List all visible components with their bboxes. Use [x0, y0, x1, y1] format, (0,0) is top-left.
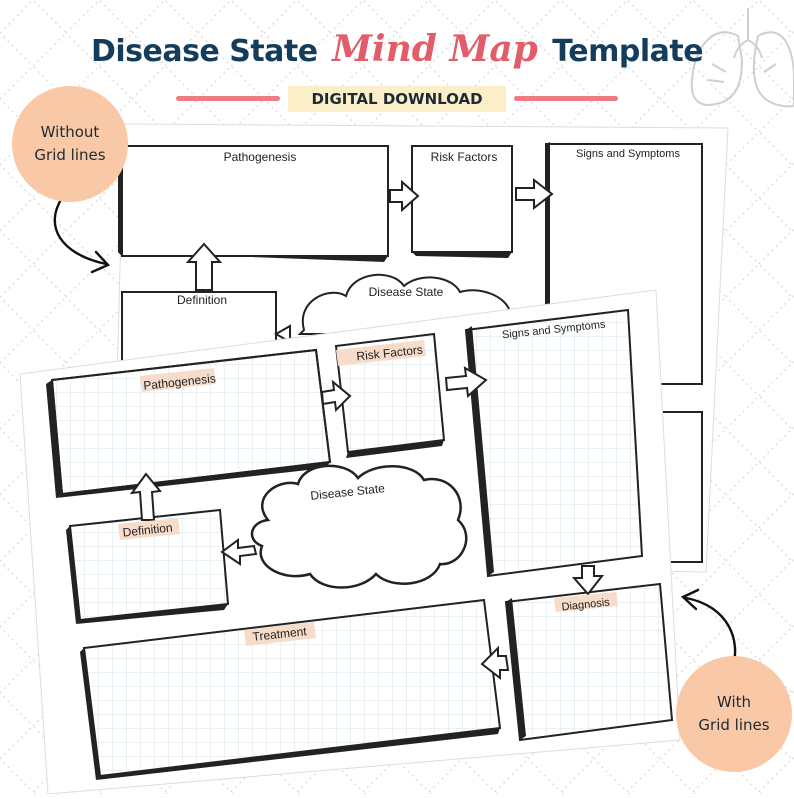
- page-title: Disease State Mind Map Template: [0, 28, 794, 70]
- label-definition: Definition: [122, 520, 173, 539]
- risk-factors-box: [334, 332, 446, 458]
- pathogenesis-box: [46, 348, 332, 498]
- label-highlights: [118, 340, 618, 646]
- arrows-back: [185, 177, 554, 344]
- label-signs-back: Signs and Symptoms: [576, 148, 680, 160]
- label-treatment: Treatment: [252, 624, 308, 644]
- label-risk-factors: Risk Factors: [356, 343, 424, 364]
- definition-box: [66, 508, 230, 624]
- label-diagnosis: Diagnosis: [561, 596, 611, 613]
- pathogenesis-box: [118, 138, 389, 262]
- accent-bar-right: [514, 96, 618, 101]
- badge-without-line2: Grid lines: [34, 146, 106, 164]
- title-part2: Template: [552, 34, 704, 69]
- label-risk-factors-back: Risk Factors: [431, 150, 498, 164]
- badge-without-line1: Without: [40, 123, 100, 141]
- badge-without-grid: Without Grid lines: [12, 86, 128, 202]
- arrows-front: [129, 366, 605, 681]
- label-pathogenesis-back: Pathogenesis: [224, 150, 297, 164]
- accent-bar-left: [176, 96, 280, 101]
- title-script: Mind Map: [332, 28, 538, 70]
- badge-with-line1: With: [716, 693, 752, 711]
- template-sheet-with-grid: Pathogenesis Risk Factors Signs and Symp…: [19, 289, 681, 795]
- disease-state-cloud: [250, 464, 468, 589]
- subtitle-badge: DIGITAL DOWNLOAD: [288, 86, 506, 112]
- pointer-arrow-without: [53, 196, 108, 266]
- label-definition-back: Definition: [177, 293, 227, 307]
- signs-symptoms-box: [464, 308, 644, 578]
- risk-factors-box: [411, 145, 513, 258]
- title-part1: Disease State: [90, 34, 318, 69]
- treatment-box: [80, 598, 502, 780]
- lungs-icon: [690, 8, 794, 108]
- label-disease-state-back: Disease State: [369, 285, 444, 299]
- diagnosis-box: [504, 582, 674, 742]
- pointer-arrow-with-head: [680, 588, 700, 611]
- badge-with-line2: Grid lines: [698, 716, 770, 734]
- badge-with-grid: With Grid lines: [676, 656, 792, 772]
- pointer-arrow-without-head: [90, 250, 111, 274]
